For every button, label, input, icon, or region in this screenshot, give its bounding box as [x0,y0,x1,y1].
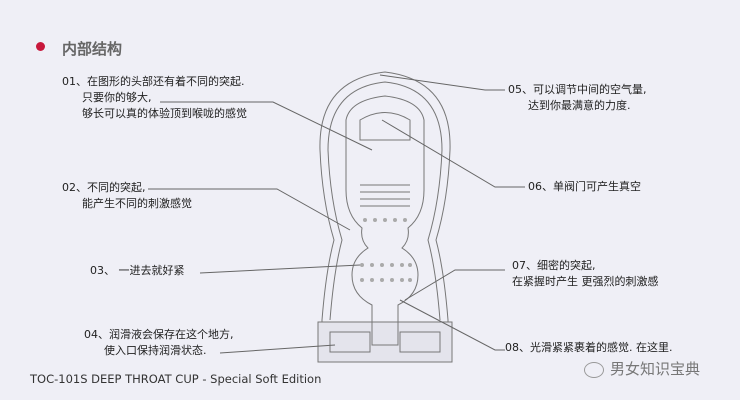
note-07-line: 07、细密的突起, [512,259,596,272]
inner-sleeve [345,95,425,346]
note-08: 08、光滑紧紧裹着的感觉. 在这里. [505,340,673,356]
note-04-line: 使入口保持润滑状态. [104,344,207,357]
note-05-line: 达到你最满意的力度. [528,99,631,112]
note-01-line: 01、在图形的头部还有着不同的突起. [62,75,245,88]
note-06: 06、单阀门可产生真空 [528,179,641,195]
section-title: 内部结构 [62,40,123,58]
note-07: 07、细密的突起, 在紧握时产生 更强烈的刺激感 [512,258,659,290]
note-04: 04、润滑液会保存在这个地方, 使入口保持润滑状态. [84,327,234,359]
note-01-line: 够长可以真的体验顶到喉咙的感觉 [82,107,247,120]
note-05: 05、可以调节中间的空气量, 达到你最满意的力度. [508,82,647,114]
note-03: 03、 一进去就好紧 [90,263,185,279]
note-02-line: 02、不同的突起, [62,181,146,194]
leader-03 [199,264,361,274]
watermark-text: 男女知识宝典 [610,360,701,378]
leader-07 [404,269,505,301]
leader-02 [148,188,351,231]
note-08-line: 08、光滑紧紧裹着的感觉. 在这里. [505,341,673,354]
note-01: 01、在图形的头部还有着不同的突起. 只要你的够大, 够长可以真的体验顶到喉咙的… [62,74,247,122]
leader-01 [160,101,373,151]
note-01-line: 只要你的够大, [82,91,152,104]
note-07-line: 在紧握时产生 更强烈的刺激感 [512,275,659,288]
note-02: 02、不同的突起, 能产生不同的刺激感觉 [62,180,192,212]
product-caption: TOC-101S DEEP THROAT CUP - Special Soft … [30,372,322,386]
note-05-line: 05、可以调节中间的空气量, [508,83,647,96]
cup-base [317,321,453,363]
note-02-line: 能产生不同的刺激感觉 [82,197,192,210]
leader-08 [399,299,505,351]
cup-outline [319,71,451,363]
title-bullet [36,42,45,51]
note-03-line: 03、 一进去就好紧 [90,264,185,277]
note-04-line: 04、润滑液会保存在这个地方, [84,328,234,341]
leader-06 [381,119,525,188]
leader-05 [379,74,505,91]
note-06-line: 06、单阀门可产生真空 [528,180,641,193]
leader-04 [219,344,336,354]
watermark: 男女知识宝典 [584,358,700,379]
wechat-icon [584,361,604,378]
